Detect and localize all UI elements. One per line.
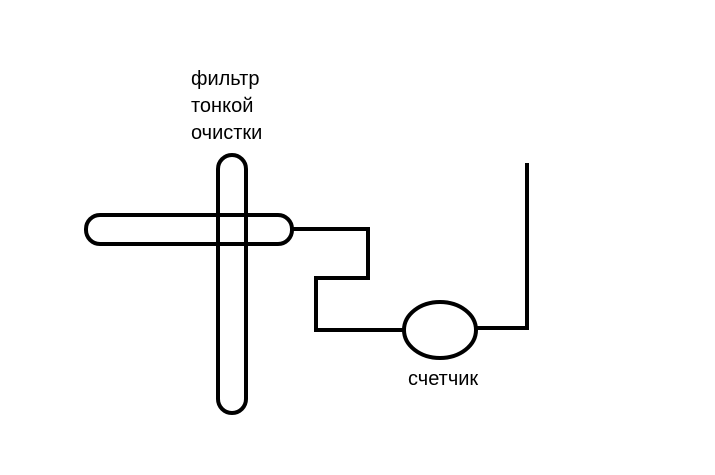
fine-filter-body [216, 153, 248, 415]
horizontal-pipe [84, 213, 294, 246]
outlet-pipe [476, 163, 529, 330]
connecting-pipe [292, 227, 404, 332]
water-meter [402, 300, 478, 360]
filter-label: фильтр тонкой очистки [191, 66, 262, 147]
filter-label-line-3: очистки [191, 122, 263, 144]
filter-label-line-1: фильтр [191, 68, 260, 90]
filter-label-line-2: тонкой [191, 95, 254, 117]
meter-label: счетчик [408, 368, 479, 390]
